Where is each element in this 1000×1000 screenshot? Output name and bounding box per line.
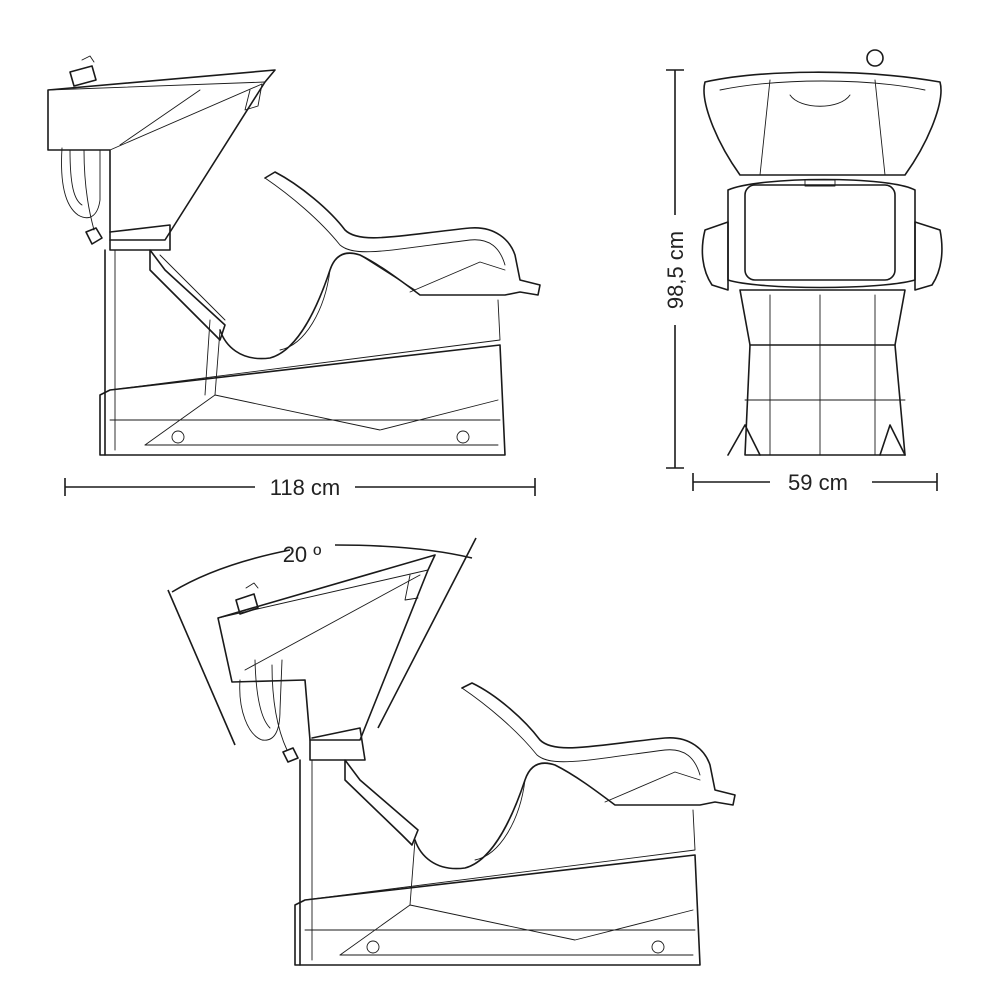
length-dimension: 118 cm bbox=[64, 475, 536, 500]
tilt-angle-label: 20 º bbox=[283, 542, 322, 567]
width-dimension: 59 cm bbox=[692, 470, 938, 495]
angle-arc-left bbox=[171, 549, 291, 593]
height-dimension: 98,5 cm bbox=[663, 69, 688, 469]
length-label: 118 cm bbox=[270, 475, 341, 500]
tilt-angle-indicator: 20 º bbox=[167, 537, 477, 746]
side-view-chair bbox=[47, 55, 541, 456]
angle-arc-right bbox=[334, 544, 473, 559]
angle-ray-left bbox=[167, 589, 236, 746]
tilted-view-chair bbox=[217, 554, 736, 966]
width-label: 59 cm bbox=[788, 470, 848, 495]
angle-ray-right bbox=[377, 537, 477, 729]
height-label: 98,5 cm bbox=[663, 231, 688, 309]
front-view-chair bbox=[701, 49, 943, 456]
